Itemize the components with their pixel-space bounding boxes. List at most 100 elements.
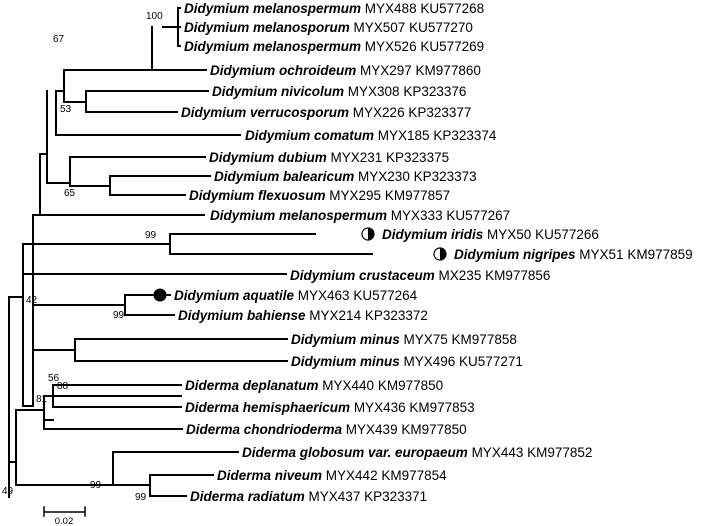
tree-branch xyxy=(22,273,34,407)
taxon-voucher: MYX214 xyxy=(306,308,362,323)
taxon-label: Didymium melanosporum MYX507 KU577270 xyxy=(184,20,473,35)
taxon-accession: KM977853 xyxy=(406,400,475,415)
taxon-label: Didymium verrucosporum MYX226 KP323377 xyxy=(181,105,471,120)
taxon-label: Didymium ochroideum MYX297 KM977860 xyxy=(210,63,481,78)
taxon-labels: Didymium melanospermum MYX488 KU577268Di… xyxy=(174,1,693,504)
taxon-label: Diderma deplanatum MYX440 KM977850 xyxy=(185,378,443,393)
taxon-name: Didymium bahiense xyxy=(178,308,306,323)
taxon-label: Didymium nivicolum MYX308 KP323376 xyxy=(212,84,466,99)
taxon-name: Diderma niveum xyxy=(217,468,322,483)
taxon-accession: KM977854 xyxy=(378,468,448,483)
taxon-voucher: MYX295 xyxy=(326,188,382,203)
taxon-label: Didymium melanospermum MYX526 KU577269 xyxy=(184,39,484,54)
taxon-accession: KP323373 xyxy=(410,169,477,184)
taxon-accession: KM977852 xyxy=(523,445,592,460)
tree-branch xyxy=(15,409,45,463)
tree-branch xyxy=(55,90,241,136)
taxon-voucher: MYX463 xyxy=(294,288,350,303)
scale-bar-label: 0.02 xyxy=(55,516,74,526)
tip-markers xyxy=(153,227,447,302)
half-filled-circle-marker xyxy=(433,247,447,261)
tree-branch xyxy=(8,461,17,498)
bootstrap-value: 56 xyxy=(48,373,60,384)
taxon-label: Didymium flexuosum MYX295 KM977857 xyxy=(189,188,450,203)
taxon-voucher: MYX440 xyxy=(319,378,375,393)
tree-branch xyxy=(112,451,239,486)
taxon-voucher: MYX230 xyxy=(354,169,410,184)
taxon-name: Didymium minus xyxy=(291,354,400,369)
taxon-voucher: MYX50 xyxy=(483,227,531,242)
taxon-voucher: MYX488 xyxy=(361,1,417,16)
taxon-voucher: MYX75 xyxy=(400,332,448,347)
taxon-name: Didymium flexuosum xyxy=(189,188,326,203)
taxon-name: Diderma radiatum xyxy=(190,489,305,504)
taxon-accession: KM977850 xyxy=(398,422,467,437)
tree-branch xyxy=(46,90,57,184)
bootstrap-value: 65 xyxy=(64,188,76,199)
taxon-label: Didymium minus MYX75 KM977858 xyxy=(291,332,517,347)
taxon-name: Didymium minus xyxy=(291,332,400,347)
taxon-voucher: MYX226 xyxy=(349,105,405,120)
taxon-accession: KM977856 xyxy=(481,268,550,283)
taxon-accession: KU577268 xyxy=(417,1,485,16)
taxon-voucher: MYX231 xyxy=(327,150,383,165)
taxon-name: Diderma hemisphaericum xyxy=(185,400,350,415)
taxon-name: Didymium nivicolum xyxy=(212,84,344,99)
taxon-accession: KP323374 xyxy=(430,128,497,143)
tree-branch xyxy=(151,26,164,71)
bootstrap-value: 88 xyxy=(57,381,69,392)
taxon-voucher: MYX439 xyxy=(342,422,398,437)
taxon-label: Diderma niveum MYX442 KM977854 xyxy=(217,468,447,483)
taxon-accession: KU577267 xyxy=(443,208,511,223)
taxon-voucher: MYX308 xyxy=(344,84,400,99)
half-filled-circle-marker xyxy=(361,227,375,241)
taxon-name: Didymium nigripes xyxy=(454,247,576,262)
tree-branches xyxy=(8,7,373,498)
taxon-label: Didymium minus MYX496 KU577271 xyxy=(291,354,523,369)
tree-branch xyxy=(32,214,41,406)
taxon-name: Didymium dubium xyxy=(209,150,327,165)
tree-branch xyxy=(43,419,183,430)
taxon-name: Didymium iridis xyxy=(382,227,484,242)
taxon-name: Didymium melanospermum xyxy=(184,1,361,16)
bootstrap-value: 99 xyxy=(113,310,125,321)
tree-branch xyxy=(149,474,187,497)
taxon-voucher: MYX526 xyxy=(361,39,417,54)
bootstrap-value: 42 xyxy=(26,295,38,306)
taxon-accession: KP323377 xyxy=(405,105,472,120)
taxon-accession: KP323376 xyxy=(400,84,467,99)
taxon-name: Didymium melanospermum xyxy=(184,39,361,54)
bootstrap-value: 81 xyxy=(36,394,48,405)
taxon-voucher: MYX496 xyxy=(400,354,456,369)
tree-branch xyxy=(32,349,76,407)
taxon-label: Didymium aquatile MYX463 KU577264 xyxy=(174,288,418,303)
taxon-accession: KM977857 xyxy=(381,188,450,203)
taxon-label: Didymium melanospermum MYX333 KU577267 xyxy=(210,208,510,223)
taxon-label: Didymium iridis MYX50 KU577266 xyxy=(382,227,599,242)
taxon-name: Diderma deplanatum xyxy=(185,378,319,393)
tree-branch xyxy=(32,296,126,306)
bootstrap-value: 99 xyxy=(145,230,157,241)
taxon-accession: KP323372 xyxy=(361,308,428,323)
taxon-name: Didymium melanosporum xyxy=(184,20,350,35)
bootstrap-value: 100 xyxy=(146,11,163,22)
taxon-voucher: MYX436 xyxy=(350,400,406,415)
taxon-voucher: MYX437 xyxy=(305,489,361,504)
taxon-accession: KU577269 xyxy=(417,39,485,54)
taxon-voucher: MYX507 xyxy=(350,20,406,35)
taxon-name: Didymium ochroideum xyxy=(210,63,356,78)
taxon-accession: KM977850 xyxy=(374,378,443,393)
taxon-name: Didymium verrucosporum xyxy=(181,105,349,120)
bootstrap-value: 53 xyxy=(60,104,72,115)
taxon-name: Diderma globosum var. europaeum xyxy=(242,445,468,460)
taxon-label: Diderma radiatum MYX437 KP323371 xyxy=(190,489,427,504)
tree-branch xyxy=(39,153,205,216)
taxon-voucher: MYX185 xyxy=(374,128,430,143)
taxon-accession: KU577271 xyxy=(455,354,523,369)
taxon-name: Diderma chondrioderma xyxy=(186,422,343,437)
taxon-accession: KU577270 xyxy=(405,20,473,35)
taxon-name: Didymium comatum xyxy=(245,128,374,143)
tree-branch xyxy=(52,384,182,408)
